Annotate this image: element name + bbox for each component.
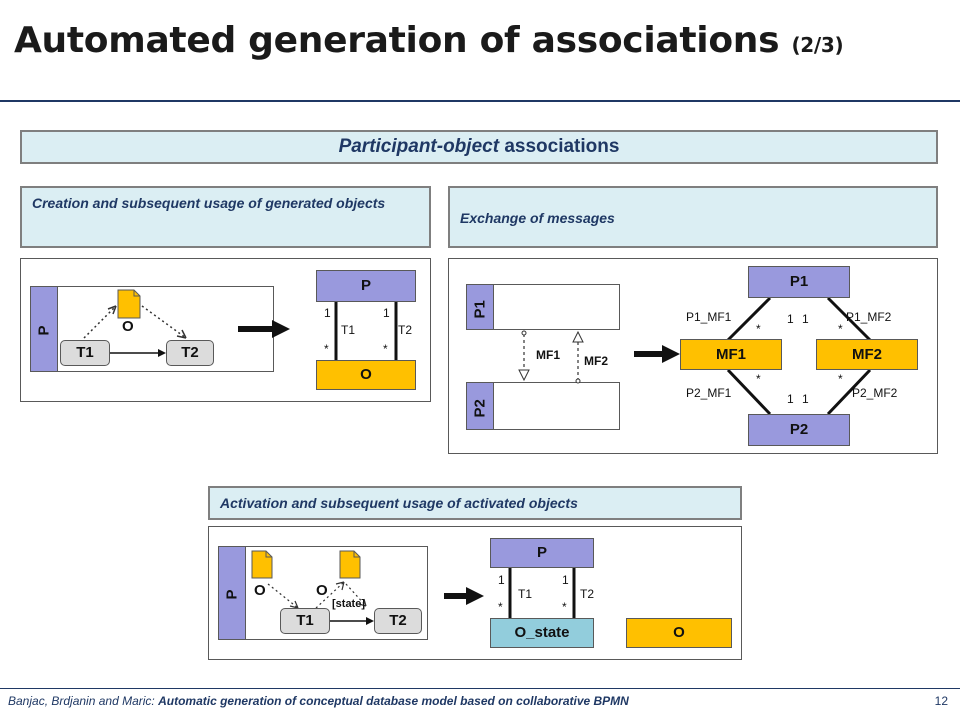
d2-flow-mf2: MF2 xyxy=(584,354,608,368)
d2-assoc-p1-mf1: P1_MF1 xyxy=(686,310,732,324)
d3-mult-top-left: 1 xyxy=(498,573,505,587)
d3-task-t1: T1 xyxy=(280,608,330,634)
d3-mult-top-right: 1 xyxy=(562,573,569,587)
d3-task-t2: T2 xyxy=(374,608,422,634)
d2-flow-mf1: MF1 xyxy=(536,348,560,362)
footer-paper-title: Automatic generation of conceptual datab… xyxy=(158,694,629,708)
d2-pool-p1-lane xyxy=(467,285,494,329)
title-suffix: (2/3) xyxy=(791,33,844,57)
footer-divider xyxy=(0,688,960,689)
footer: Banjac, Brdjanin and Maric: Automatic ge… xyxy=(8,694,629,708)
section-creation-text: Creation and subsequent usage of generat… xyxy=(32,195,386,211)
d1-class-p: P xyxy=(316,270,416,302)
d1-object-label: O xyxy=(122,318,134,335)
d2-mult-p2-mf1: 1 xyxy=(787,392,794,406)
section-banner-creation: Creation and subsequent usage of generat… xyxy=(20,186,431,248)
d2-pool-p1: P1 xyxy=(466,284,620,330)
d3-object1-label: O xyxy=(254,582,266,599)
d3-state-label: [state] xyxy=(332,598,366,610)
d3-assoc-t1: T1 xyxy=(518,587,533,601)
d3-pool-lane xyxy=(219,547,246,639)
d3-mult-bot-right: * xyxy=(562,600,567,614)
d2-pool-p2-lane xyxy=(467,383,494,429)
d1-mult-top-right: 1 xyxy=(383,306,390,320)
d2-mult-mf2-bot: * xyxy=(838,372,843,386)
main-banner-rest: associations xyxy=(504,136,620,157)
d1-assoc-t1: T1 xyxy=(341,323,356,337)
d2-mult-mf1-top: * xyxy=(756,322,761,336)
section-messages-text: Exchange of messages xyxy=(460,210,615,226)
main-banner: Participant-object associations xyxy=(20,130,938,164)
section-banner-activation: Activation and subsequent usage of activ… xyxy=(208,486,742,520)
d3-assoc-t2: T2 xyxy=(580,587,595,601)
title-text: Automated generation of associations xyxy=(14,20,780,61)
d3-object2-label: O xyxy=(316,582,328,599)
d3-class-o: O xyxy=(626,618,732,648)
d2-mult-mf2-top: * xyxy=(838,322,843,336)
d3-mult-bot-left: * xyxy=(498,600,503,614)
d2-class-mf1: MF1 xyxy=(680,339,782,370)
d1-mult-bot-right: * xyxy=(383,342,388,356)
d3-class-o-state: O_state xyxy=(490,618,594,648)
d1-assoc-t2: T2 xyxy=(398,323,413,337)
d2-mult-p1-mf1: 1 xyxy=(787,312,794,326)
d1-class-o: O xyxy=(316,360,416,390)
page-title: Automated generation of associations (2/… xyxy=(14,20,844,61)
d3-class-p: P xyxy=(490,538,594,568)
d2-pool-p2: P2 xyxy=(466,382,620,430)
d2-assoc-p2-mf1: P2_MF1 xyxy=(686,386,732,400)
title-divider xyxy=(0,100,960,102)
d1-mult-top-left: 1 xyxy=(324,306,331,320)
d2-class-p2: P2 xyxy=(748,414,850,446)
d2-class-mf2: MF2 xyxy=(816,339,918,370)
section-activation-text: Activation and subsequent usage of activ… xyxy=(220,495,578,511)
d1-task-t1: T1 xyxy=(60,340,110,366)
d1-task-t2: T2 xyxy=(166,340,214,366)
d2-class-p1: P1 xyxy=(748,266,850,298)
main-banner-italic: Participant-object xyxy=(338,136,500,157)
page-number: 12 xyxy=(934,694,948,708)
d2-mult-p2-mf2: 1 xyxy=(802,392,809,406)
footer-authors: Banjac, Brdjanin and Maric: xyxy=(8,694,155,708)
d2-mult-p1-mf2: 1 xyxy=(802,312,809,326)
d1-pool-lane xyxy=(31,287,58,371)
d2-assoc-p2-mf2: P2_MF2 xyxy=(852,386,898,400)
d2-mult-mf1-bot: * xyxy=(756,372,761,386)
d2-assoc-p1-mf2: P1_MF2 xyxy=(846,310,892,324)
section-banner-messages: Exchange of messages xyxy=(448,186,938,248)
d1-mult-bot-left: * xyxy=(324,342,329,356)
